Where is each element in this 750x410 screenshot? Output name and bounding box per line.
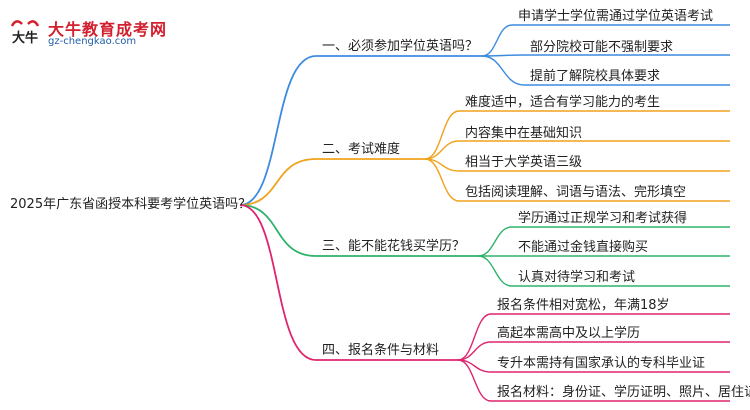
logo-title: 大牛教育成考网: [48, 20, 168, 39]
logo-url: gz-chengkao.com: [48, 36, 137, 47]
leaf-4-3: 专升本需持有国家承认的专科毕业证: [497, 356, 706, 371]
leaf-2-1-connector: [424, 110, 460, 160]
site-logo: 大牛 大牛教育成考网 gz-chengkao.com: [8, 14, 166, 54]
leaf-3-1: 学历通过正规学习和考试获得: [518, 211, 688, 226]
branch-1-connector: [239, 55, 317, 206]
leaf-1-1: 申请学士学位需通过学位英语考试: [518, 9, 714, 24]
leaf-4-4-connector: [457, 359, 492, 402]
branch-3-connector: [239, 204, 317, 257]
leaf-1-2-connector: [481, 54, 525, 57]
branch-4-label: 四、报名条件与材料: [322, 343, 440, 358]
leaf-4-1: 报名条件相对宽松，年满18岁: [497, 298, 670, 313]
branch-2-label: 二、考试难度: [322, 142, 401, 157]
logo-mark-text: 大牛: [12, 30, 38, 46]
leaf-4-4: 报名材料：身份证、学历证明、照片、居住证明: [497, 385, 750, 400]
leaf-2-2-connector: [424, 140, 460, 160]
leaf-4-2: 高起本需高中及以上学历: [497, 326, 641, 341]
bull-logo-icon: 大牛: [10, 20, 40, 46]
leaf-2-3: 相当于大学英语三级: [465, 155, 583, 170]
leaf-2-1: 难度适中，适合有学习能力的考生: [465, 95, 661, 110]
leaf-4-2-connector: [457, 341, 492, 361]
branch-3-label: 三、能不能花钱买学历？: [322, 239, 466, 254]
leaf-2-2: 内容集中在基础知识: [465, 126, 583, 141]
leaf-3-2: 不能通过金钱直接购买: [518, 240, 649, 255]
root-topic: 2025年广东省函授本科要考学位英语吗？: [10, 197, 252, 212]
leaf-1-1-connector: [481, 24, 513, 57]
branch-4-connector: [239, 204, 317, 361]
leaf-1-3: 提前了解院校具体要求: [530, 69, 661, 84]
leaf-1-2: 部分院校可能不强制要求: [530, 40, 674, 55]
branch-1-label: 一、必须参加学位英语吗？: [322, 39, 479, 54]
leaf-2-4-connector: [424, 158, 460, 202]
branch-2-connector: [239, 158, 317, 206]
leaf-1-3-connector: [481, 55, 525, 86]
leaf-3-3-connector: [477, 255, 513, 287]
leaf-3-1-connector: [477, 226, 513, 257]
leaf-3-3: 认真对待学习和考试: [518, 270, 636, 285]
leaf-4-1-connector: [457, 313, 492, 361]
leaf-2-4: 包括阅读理解、词语与语法、完形填空: [465, 185, 687, 200]
